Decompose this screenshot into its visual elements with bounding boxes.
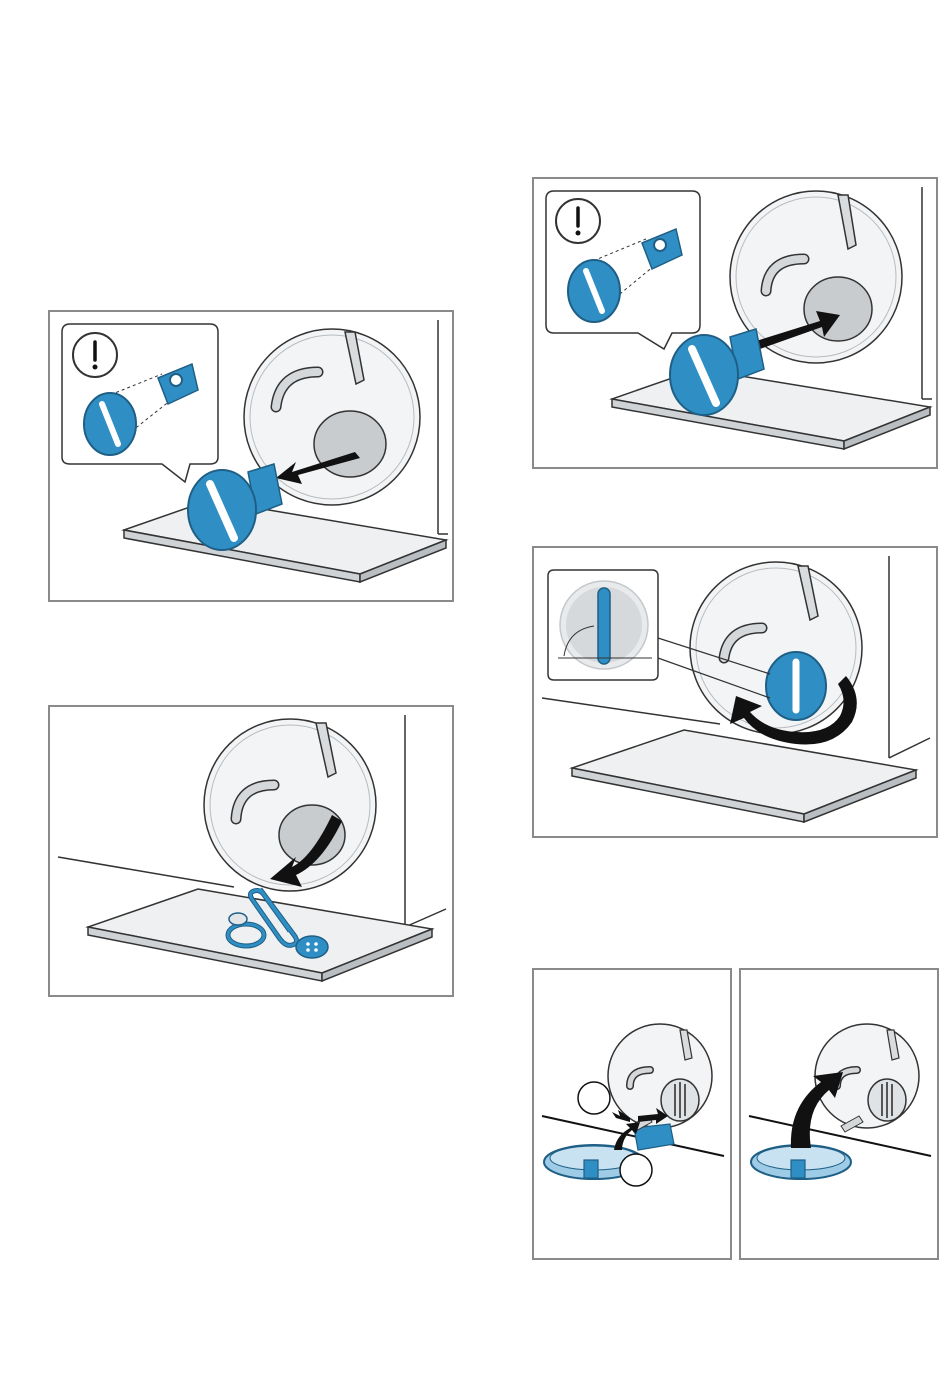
warning-inset bbox=[62, 324, 218, 482]
illustration-screw-in-filter bbox=[532, 546, 938, 838]
catch-tray bbox=[88, 889, 432, 981]
step-marker-1 bbox=[578, 1082, 610, 1114]
filter-cover-flap bbox=[751, 1145, 851, 1179]
step-marker-2 bbox=[620, 1154, 652, 1186]
filter-cover-flap bbox=[544, 1124, 674, 1179]
warning-inset bbox=[546, 191, 700, 349]
illustration-close-cover-step bbox=[532, 968, 732, 1260]
handle-vertical-icon bbox=[598, 588, 610, 664]
catch-tray bbox=[572, 730, 916, 822]
pump-filter-icon bbox=[766, 652, 826, 720]
illustration-clean-foreign-objects bbox=[48, 705, 454, 997]
catch-tray bbox=[124, 500, 446, 582]
illustration-insert-filter bbox=[532, 177, 938, 469]
illustration-close-cover-lift bbox=[739, 968, 939, 1260]
button-icon bbox=[296, 936, 328, 958]
catch-tray bbox=[612, 369, 930, 449]
illustration-remove-filter bbox=[48, 310, 454, 602]
